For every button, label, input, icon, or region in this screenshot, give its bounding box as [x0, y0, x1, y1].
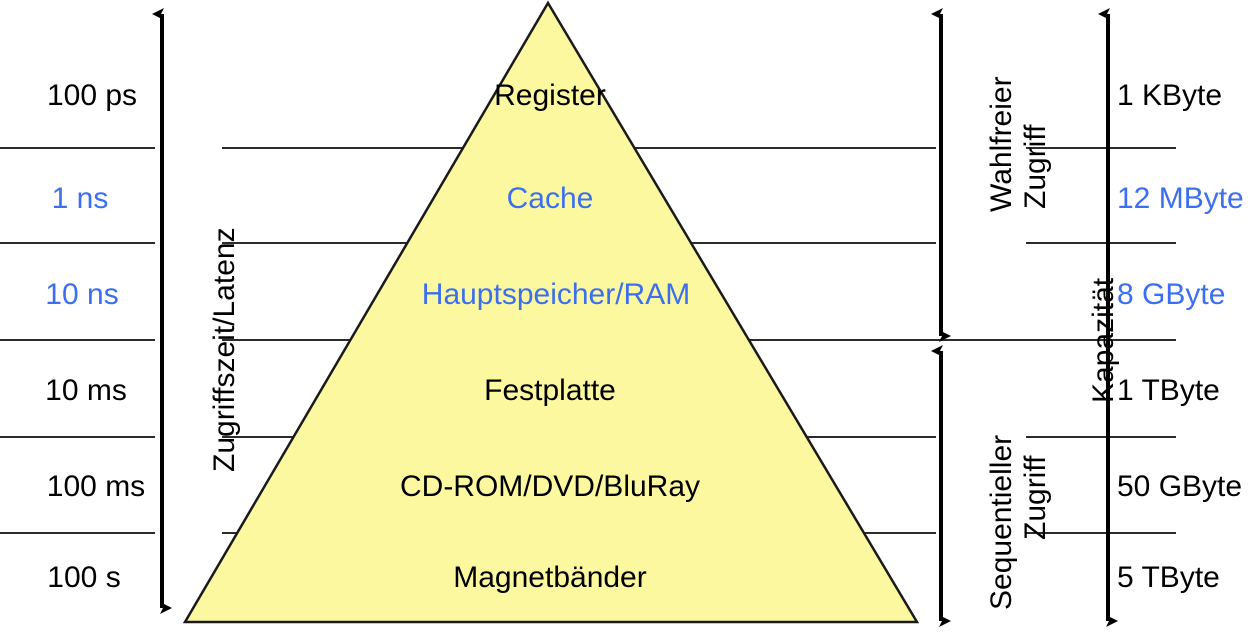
- capacity-label-tape: 5 TByte: [1117, 561, 1220, 594]
- capacity-label-harddisk: 1 TByte: [1117, 374, 1220, 407]
- axis-label-sequential-access-line1: Sequentieller: [985, 434, 1018, 610]
- level-name-cache: Cache: [506, 182, 594, 215]
- capacity-label-cache: 12 MByte: [1117, 182, 1244, 215]
- level-name-harddisk: Festplatte: [484, 374, 616, 407]
- level-name-ram: Hauptspeicher/RAM: [421, 278, 691, 311]
- capacity-label-ram: 8 GByte: [1117, 278, 1226, 311]
- axis-label-sequential-access-line2: Zugriff: [1019, 455, 1052, 540]
- latency-label-cache: 1 ns: [51, 182, 109, 215]
- latency-label-tape: 100 s: [47, 561, 121, 594]
- level-name-register: Register: [494, 79, 606, 112]
- capacity-label-register: 1 KByte: [1117, 79, 1223, 112]
- latency-label-harddisk: 10 ms: [45, 374, 127, 407]
- axis-label-latency: Zugriffszeit/Latenz: [208, 227, 241, 472]
- axis-label-random-access-line1: Wahlfreier: [985, 76, 1018, 212]
- latency-label-optical: 100 ms: [46, 470, 146, 503]
- level-name-optical: CD-ROM/DVD/BluRay: [399, 470, 701, 503]
- axis-label-random-access-line2: Zugriff: [1019, 124, 1052, 209]
- axis-lines: [152, 7, 1118, 627]
- capacity-label-optical: 50 GByte: [1117, 470, 1243, 503]
- latency-label-ram: 10 ns: [45, 278, 119, 311]
- axis-label-capacity: Kapazität: [1087, 277, 1120, 403]
- latency-label-register: 100 ps: [46, 79, 138, 112]
- level-name-tape: Magnetbänder: [453, 561, 647, 594]
- pyramid-shape: [182, 0, 920, 624]
